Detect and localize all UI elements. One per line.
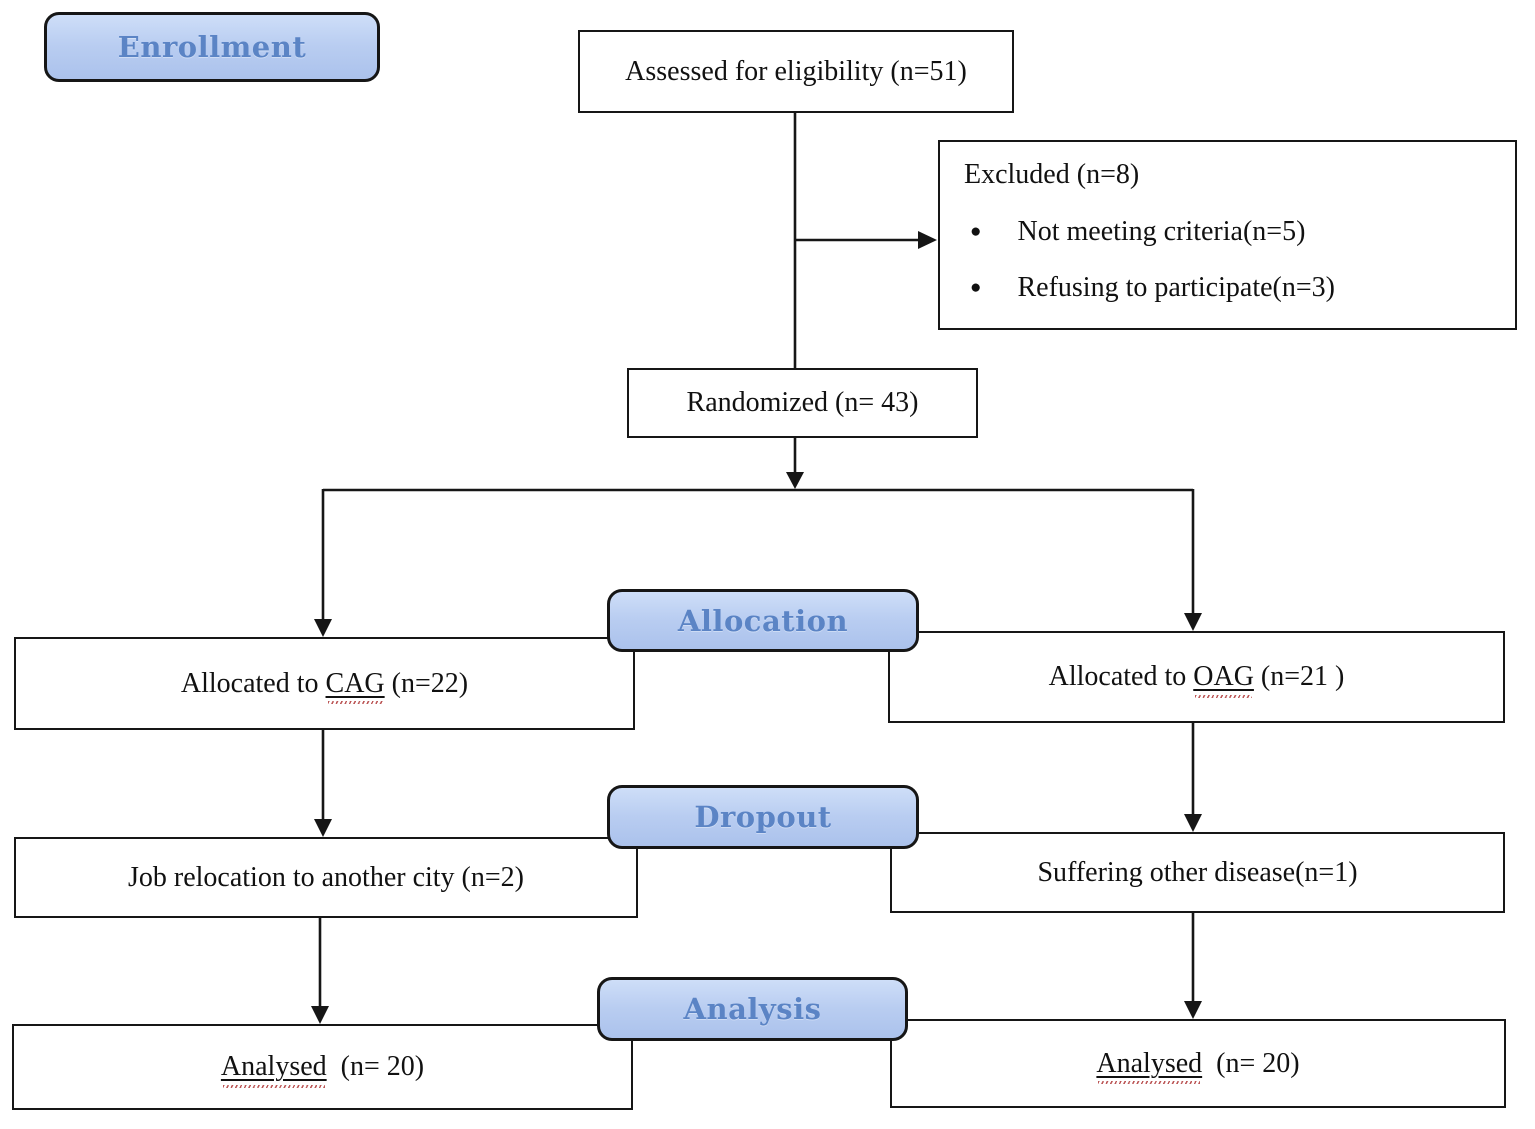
misspelled-word: CAG: [325, 667, 385, 704]
stage-analysis-label: Analysis: [683, 992, 822, 1026]
text-prefix: Allocated to: [180, 667, 326, 699]
text-suffix: (n= 20): [1202, 1047, 1300, 1079]
stage-dropout: Dropout: [607, 785, 919, 849]
node-excluded-title: Excluded (n=8): [964, 159, 1140, 190]
bullet-icon: ●: [970, 277, 982, 299]
stage-enrollment-label: Enrollment: [117, 30, 307, 64]
node-assessed-text: Assessed for eligibility (n=51): [625, 55, 967, 87]
node-assessed: Assessed for eligibility (n=51): [578, 30, 1014, 113]
text-suffix: (n=21 ): [1253, 661, 1345, 693]
node-allocated-oag: Allocated to OAG (n=21 ): [888, 631, 1505, 723]
bullet-icon: ●: [970, 220, 982, 242]
node-excluded: Excluded (n=8) ● Not meeting criteria(n=…: [938, 140, 1517, 330]
node-dropout-oag: Suffering other disease(n=1): [890, 832, 1505, 913]
text-prefix: Allocated to: [1048, 661, 1194, 693]
misspelled-word: Analysed: [1096, 1047, 1203, 1084]
node-analysed-oag-text: Analysed (n= 20): [1096, 1047, 1300, 1084]
stage-dropout-label: Dropout: [694, 800, 832, 834]
stage-allocation: Allocation: [607, 589, 919, 652]
node-allocated-cag-text: Allocated to CAG (n=22): [180, 667, 469, 704]
text-suffix: (n= 20): [326, 1051, 425, 1083]
node-analysed-oag: Analysed (n= 20): [890, 1019, 1506, 1108]
node-dropout-cag-text: Job relocation to another city (n=2): [127, 861, 524, 893]
excluded-item-text: Not meeting criteria(n=5): [1017, 215, 1306, 247]
node-randomized: Randomized (n= 43): [627, 368, 978, 438]
stage-enrollment: Enrollment: [44, 12, 380, 82]
excluded-item: ● Not meeting criteria(n=5): [964, 215, 1305, 249]
stage-analysis: Analysis: [597, 977, 908, 1041]
excluded-item: ● Refusing to participate(n=3): [964, 271, 1335, 305]
node-allocated-cag: Allocated to CAG (n=22): [14, 637, 635, 730]
node-analysed-cag-text: Analysed (n= 20): [220, 1050, 425, 1088]
misspelled-word: OAG: [1193, 661, 1254, 698]
excluded-item-text: Refusing to participate(n=3): [1017, 272, 1335, 304]
misspelled-word: Analysed: [220, 1051, 327, 1088]
node-dropout-cag: Job relocation to another city (n=2): [14, 837, 638, 918]
node-allocated-oag-text: Allocated to OAG (n=21 ): [1048, 660, 1345, 698]
node-randomized-text: Randomized (n= 43): [686, 387, 919, 419]
node-dropout-oag-text: Suffering other disease(n=1): [1037, 856, 1358, 888]
stage-allocation-label: Allocation: [677, 603, 849, 638]
node-analysed-cag: Analysed (n= 20): [12, 1024, 633, 1110]
text-suffix: (n=22): [384, 667, 469, 699]
